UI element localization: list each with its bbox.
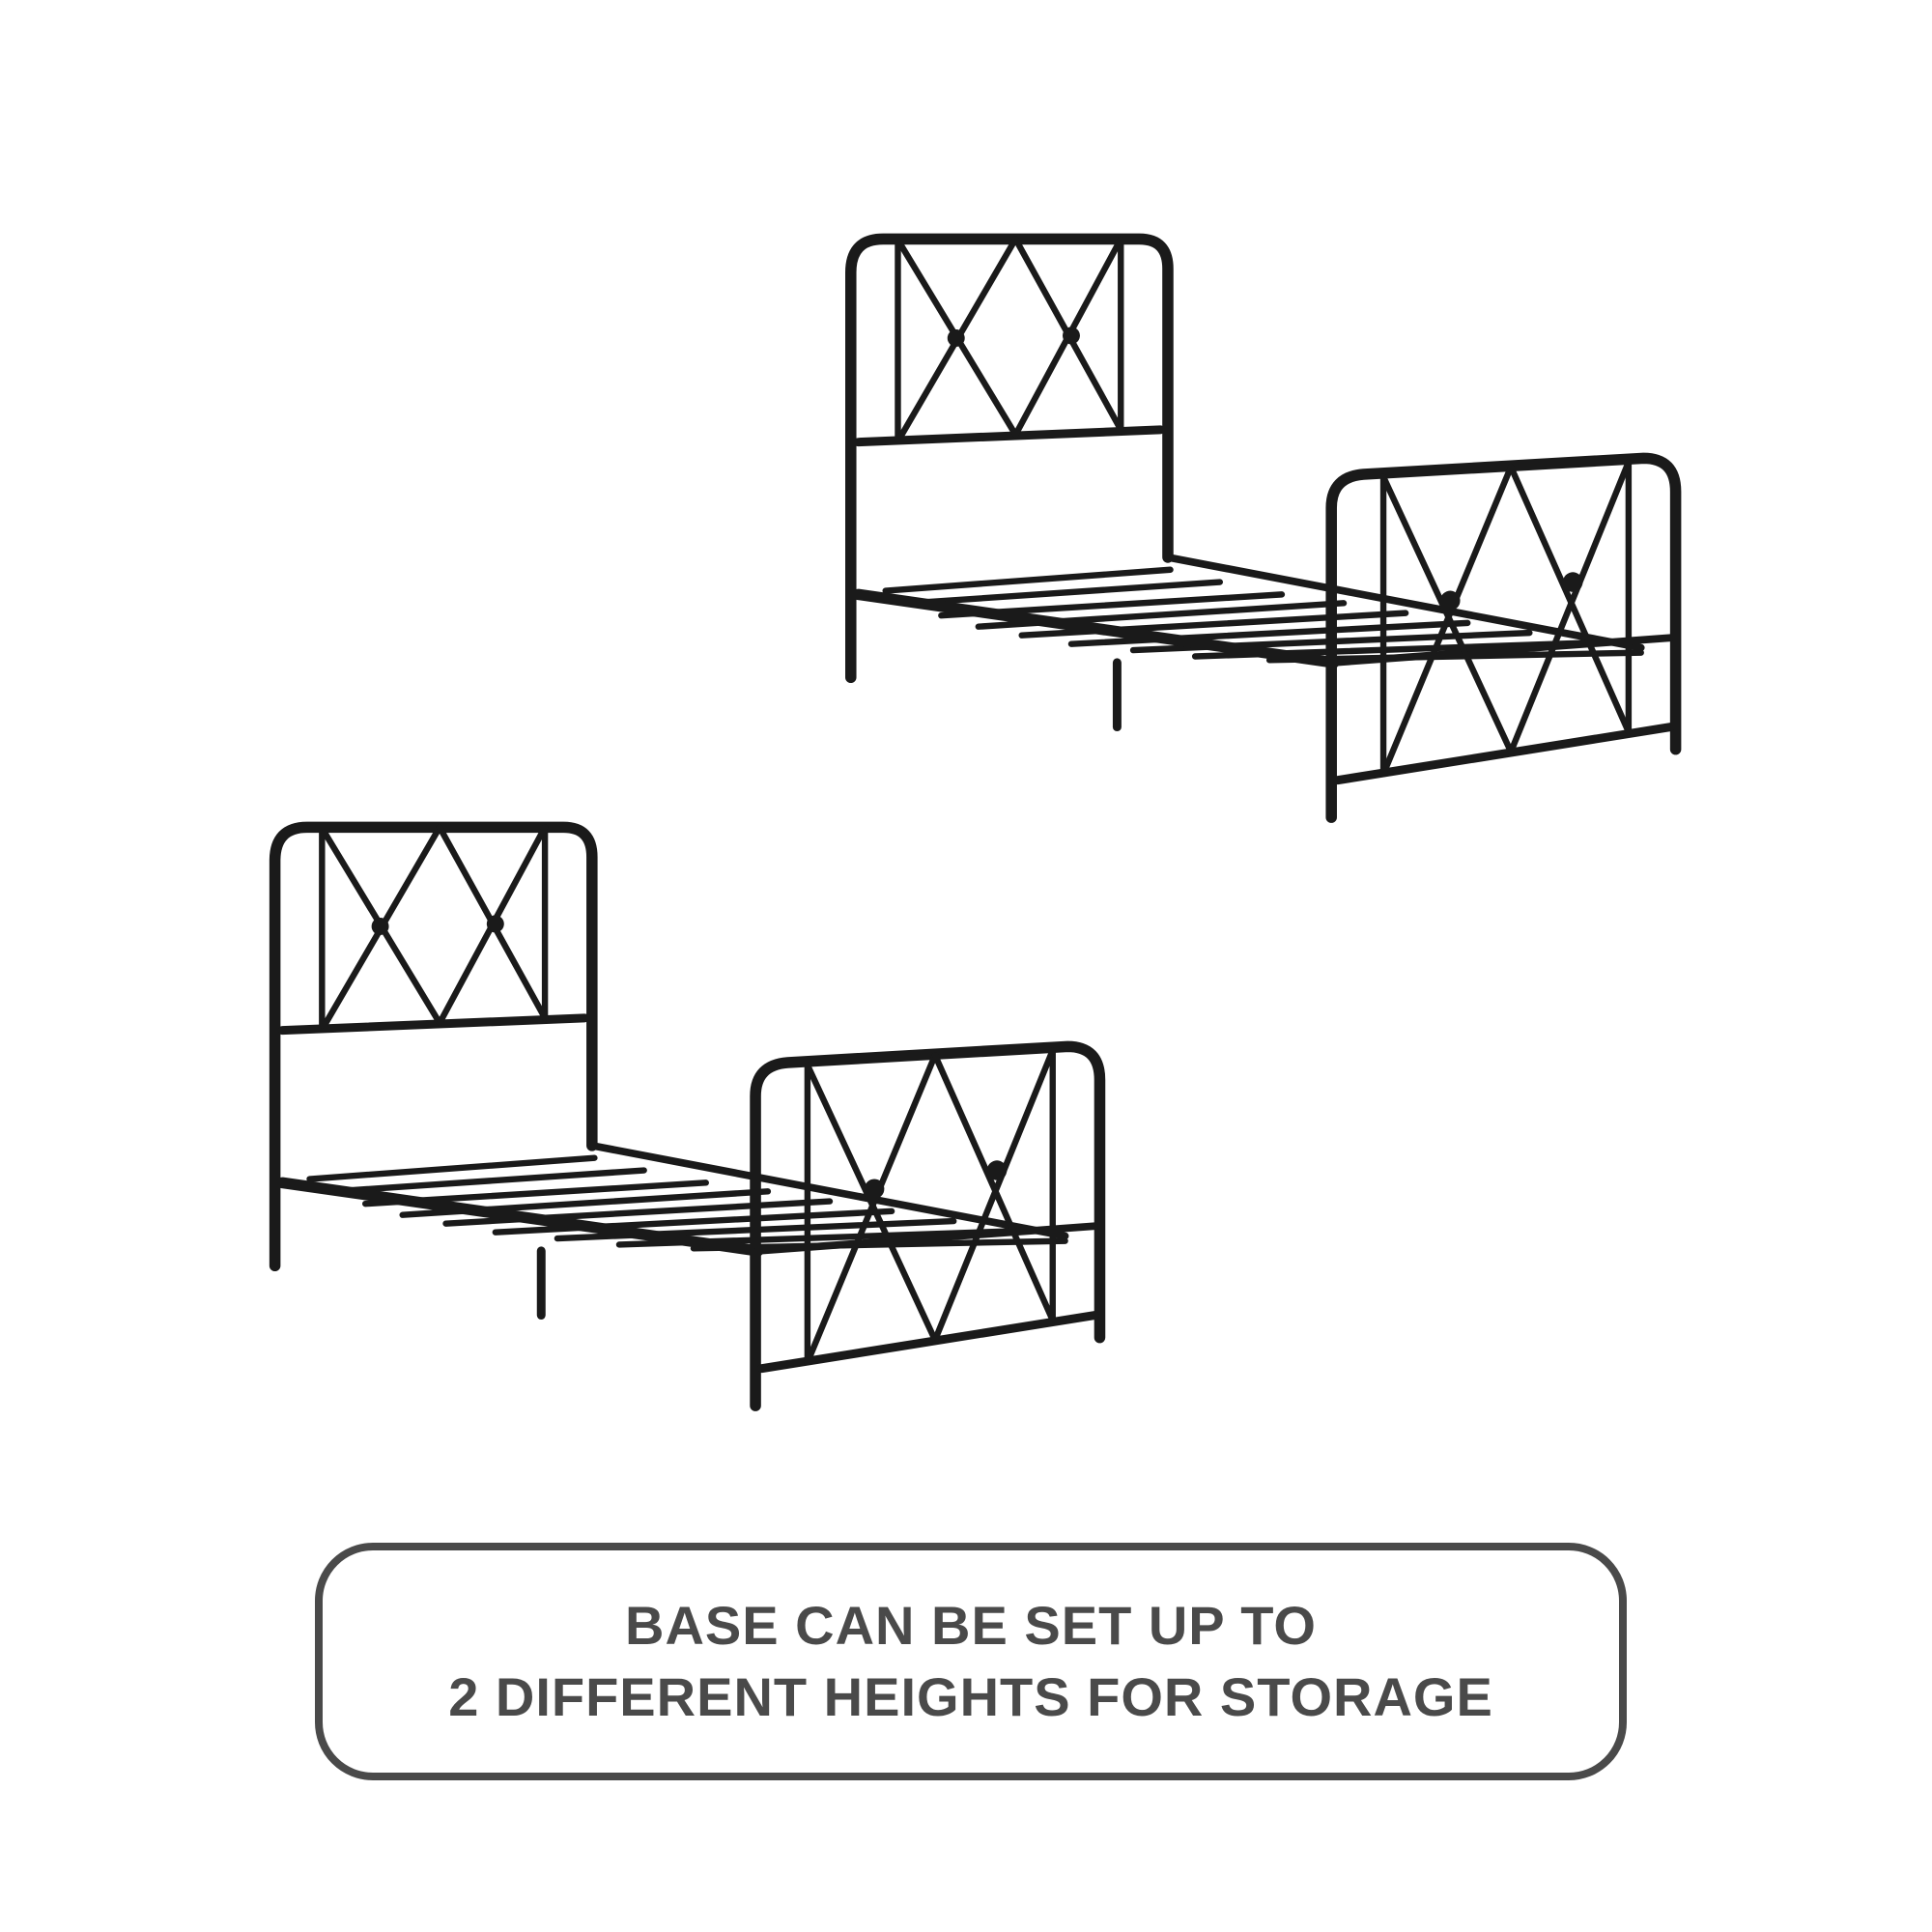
caption-box: BASE CAN BE SET UP TO 2 DIFFERENT HEIGHT… bbox=[315, 1543, 1627, 1780]
bed-frame-low-setting bbox=[275, 827, 1100, 1406]
caption-line-2: 2 DIFFERENT HEIGHTS FOR STORAGE bbox=[448, 1666, 1493, 1727]
bed-frame-high-setting bbox=[851, 239, 1676, 817]
caption-line-1: BASE CAN BE SET UP TO bbox=[625, 1595, 1317, 1656]
